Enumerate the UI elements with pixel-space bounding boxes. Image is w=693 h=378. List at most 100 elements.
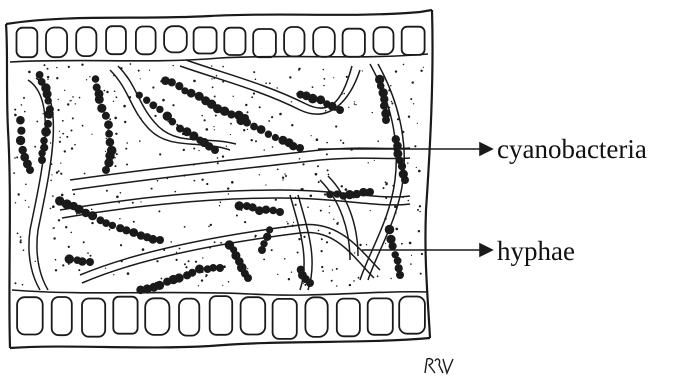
cyanobacteria-cell (26, 166, 34, 174)
speckle (152, 86, 154, 88)
speckle (106, 138, 107, 139)
speckle (70, 100, 71, 101)
speckle (53, 227, 55, 229)
speckle (74, 144, 76, 146)
speckle (140, 117, 142, 119)
speckle (206, 128, 209, 131)
speckle (271, 249, 273, 251)
speckle (385, 181, 387, 183)
cyanobacteria-cell (257, 125, 266, 134)
speckle (206, 162, 208, 164)
speckle (264, 149, 265, 150)
speckle (56, 67, 57, 68)
cyanobacteria-cell (211, 146, 219, 154)
speckle (173, 65, 174, 66)
speckle (359, 244, 361, 246)
cortex-cell (46, 28, 67, 58)
speckle (208, 226, 210, 228)
speckle (293, 222, 294, 223)
cyanobacteria-cell (389, 242, 397, 250)
speckle (329, 212, 330, 213)
speckle (59, 141, 61, 143)
cyanobacteria-cell (156, 106, 163, 113)
cyanobacteria-cell (385, 225, 395, 235)
speckle (79, 97, 81, 99)
speckle (321, 266, 323, 268)
speckle (285, 175, 287, 177)
speckle (291, 272, 292, 273)
speckle (90, 255, 92, 257)
speckle (114, 91, 116, 93)
speckle (385, 197, 387, 199)
speckle (84, 173, 86, 175)
speckle (138, 70, 140, 72)
speckle (421, 253, 423, 255)
cyanobacteria-cell (336, 106, 344, 114)
cyanobacteria-cell (136, 92, 143, 99)
speckle (259, 174, 260, 175)
speckle (127, 272, 130, 275)
speckle (162, 99, 165, 102)
speckle (251, 139, 253, 141)
speckle (184, 263, 186, 265)
speckle (89, 76, 90, 77)
speckle (370, 210, 371, 211)
cyanobacteria-cell (41, 127, 51, 137)
speckle (14, 157, 16, 159)
speckle (284, 227, 285, 228)
speckle (113, 75, 115, 77)
speckle (385, 183, 387, 185)
speckle (307, 206, 309, 208)
speckle (202, 257, 203, 258)
speckle (284, 173, 285, 174)
speckle (420, 70, 422, 72)
speckle (72, 117, 74, 119)
speckle (395, 70, 397, 72)
speckle (170, 241, 172, 243)
speckle (391, 103, 393, 105)
cyanobacteria-cell (44, 109, 53, 118)
speckle (312, 86, 314, 88)
speckle (277, 87, 278, 88)
speckle (214, 129, 215, 130)
speckle (167, 178, 169, 180)
cyanobacteria-cell (17, 127, 25, 135)
speckle (209, 247, 211, 249)
speckle (310, 195, 313, 198)
speckle (198, 150, 199, 151)
cyanobacteria-cell (296, 144, 304, 152)
speckle (411, 255, 412, 256)
speckle (126, 142, 128, 144)
speckle (401, 243, 403, 245)
cyanobacteria-cell (92, 75, 100, 83)
cortex-cell (52, 297, 72, 335)
cortex-cell (17, 28, 38, 58)
cyanobacteria-cell (401, 176, 409, 184)
cyanobacteria-cell (156, 236, 164, 244)
speckle (113, 274, 114, 275)
speckle (68, 66, 70, 68)
speckle (303, 236, 305, 238)
speckle (364, 267, 366, 269)
speckle (44, 64, 46, 66)
speckle (418, 170, 421, 173)
speckle (391, 101, 392, 102)
lower-cortex-edge (10, 338, 430, 348)
speckle (348, 107, 349, 108)
speckle (228, 281, 230, 283)
speckle (140, 201, 141, 202)
cyanobacteria-cell (394, 257, 402, 265)
speckle (330, 237, 331, 238)
speckle (298, 69, 300, 71)
cyanobacteria-cell (195, 265, 204, 274)
speckle (61, 194, 64, 197)
speckle (43, 113, 44, 114)
speckle (268, 120, 270, 122)
speckle (384, 218, 386, 220)
speckle (28, 206, 29, 207)
cyanobacteria-cell (86, 258, 94, 266)
speckle (142, 248, 145, 251)
cyanobacteria-cell (155, 281, 164, 290)
speckle (389, 107, 391, 109)
cyanobacteria-cell (143, 97, 150, 104)
